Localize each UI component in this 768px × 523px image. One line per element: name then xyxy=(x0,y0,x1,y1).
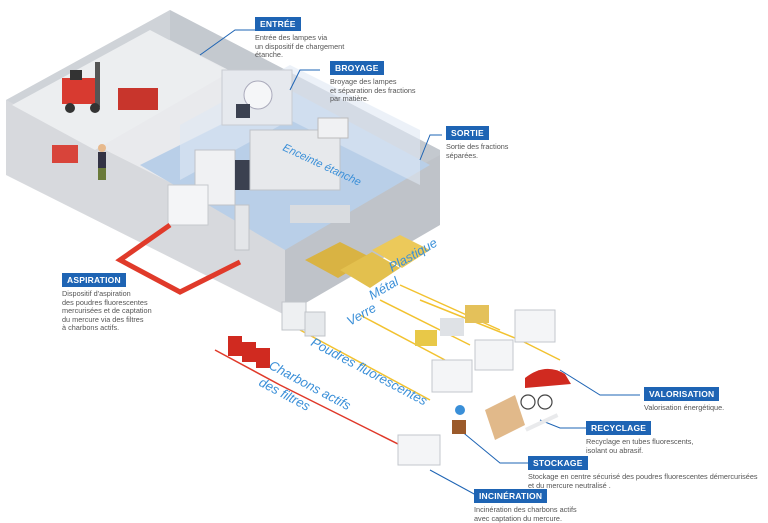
powder-bag xyxy=(304,311,326,337)
recycled-boards xyxy=(485,395,525,440)
charbons-flow xyxy=(214,349,431,461)
lamp-crate xyxy=(52,88,158,163)
tag-sortie: SORTIE xyxy=(446,126,489,140)
tag-incineration: INCINÉRATION xyxy=(474,489,548,503)
control-panel xyxy=(317,117,349,139)
tag-aspiration: ASPIRATION xyxy=(62,273,126,287)
callout-aspiration: ASPIRATION Dispositif d'aspiration des p… xyxy=(62,270,152,333)
powder-bag xyxy=(281,301,307,331)
label-verre: Verre xyxy=(344,300,379,329)
callout-valorisation: VALORISATION Valorisation énergétique. xyxy=(644,384,724,413)
fluorescent-tube xyxy=(525,413,559,432)
desc-entree: Entrée des lampes via un dispositif de c… xyxy=(255,33,345,60)
tag-broyage: BROYAGE xyxy=(330,61,384,75)
desc-aspiration: Dispositif d'aspiration des poudres fluo… xyxy=(62,289,152,333)
callout-broyage: BROYAGE Broyage des lampes et séparation… xyxy=(330,58,416,104)
bike-wheel xyxy=(520,394,536,410)
callout-entree: ENTRÉE Entrée des lampes via un disposit… xyxy=(255,14,344,60)
desc-valorisation: Valorisation énergétique. xyxy=(644,403,725,412)
shredder-machine xyxy=(167,129,350,251)
desc-broyage: Broyage des lampes et séparation des fra… xyxy=(330,77,416,104)
aspiration-pipe xyxy=(115,222,242,295)
operator xyxy=(98,144,106,180)
bike-wheel xyxy=(537,394,553,410)
callout-connectors xyxy=(110,29,640,496)
desc-recyclage: Recyclage en tubes fluorescents, isolant… xyxy=(586,437,694,455)
destination-boxes xyxy=(397,309,556,466)
desc-stockage: Stockage en centre sécurisé des poudres … xyxy=(528,472,758,490)
callout-stockage: STOCKAGE Stockage en centre sécurisé des… xyxy=(528,453,758,490)
desc-incineration: Incinération des charbons actifs avec ca… xyxy=(474,505,577,523)
tag-stockage: STOCKAGE xyxy=(528,456,588,470)
tag-recyclage: RECYCLAGE xyxy=(586,421,652,435)
tag-valorisation: VALORISATION xyxy=(644,387,720,401)
broyage-inset xyxy=(221,69,293,126)
material-bales xyxy=(415,305,489,346)
output-bins xyxy=(305,235,430,288)
desc-sortie: Sortie des fractions séparées. xyxy=(446,142,509,160)
fraction-flows xyxy=(299,284,561,401)
callout-incineration: INCINÉRATION Incinération des charbons a… xyxy=(474,486,577,523)
callout-recyclage: RECYCLAGE Recyclage en tubes fluorescent… xyxy=(586,418,694,455)
forklift xyxy=(62,62,100,113)
charcoal-barrels xyxy=(228,336,270,368)
car xyxy=(525,368,571,388)
front-wall-right xyxy=(285,155,440,315)
lock-icon xyxy=(455,405,465,415)
storage-lock xyxy=(452,420,466,434)
callout-sortie: SORTIE Sortie des fractions séparées. xyxy=(446,123,508,160)
tag-entree: ENTRÉE xyxy=(255,17,301,31)
